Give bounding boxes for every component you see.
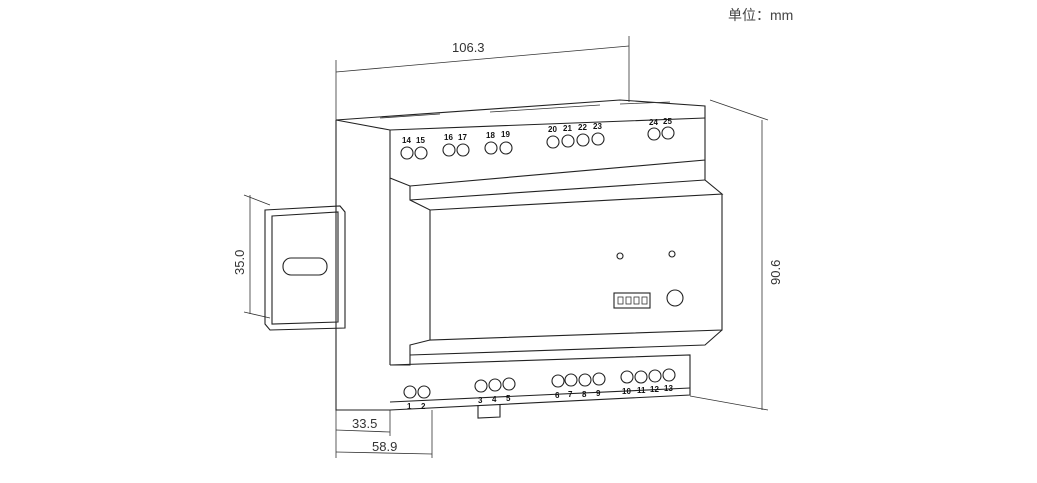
svg-text:22: 22 (578, 123, 587, 132)
led-indicator (668, 250, 676, 258)
led-indicator (616, 252, 624, 260)
terminal: 15 (414, 136, 428, 160)
rail-dimension: 35.0 (232, 194, 271, 319)
depth-front-value: 33.5 (352, 416, 377, 431)
reset-button[interactable] (666, 289, 684, 307)
terminal: 4 (488, 378, 502, 404)
terminal: 22 (576, 123, 590, 147)
svg-text:11: 11 (637, 386, 646, 395)
din-rail (264, 205, 346, 331)
svg-text:8: 8 (582, 390, 587, 399)
terminal: 2 (417, 385, 431, 411)
height-value: 90.6 (768, 260, 783, 285)
svg-text:14: 14 (402, 136, 411, 145)
terminal: 14 (400, 136, 414, 160)
svg-text:19: 19 (501, 130, 510, 139)
top-terminals: 14 15 16 17 18 19 20 21 22 23 24 25 (400, 117, 675, 160)
terminal: 16 (442, 133, 456, 157)
svg-text:9: 9 (596, 389, 601, 398)
bottom-terminals: 1 2 3 4 5 6 7 8 9 10 11 12 13 (403, 368, 676, 411)
svg-text:24: 24 (649, 118, 658, 127)
terminal: 1 (403, 385, 417, 411)
width-dimension: 106.3 (335, 36, 630, 120)
svg-text:25: 25 (663, 117, 672, 126)
svg-text:17: 17 (458, 133, 467, 142)
svg-text:4: 4 (492, 395, 497, 404)
svg-text:20: 20 (548, 125, 557, 134)
svg-text:12: 12 (650, 385, 659, 394)
svg-text:21: 21 (563, 124, 572, 133)
svg-text:3: 3 (478, 396, 483, 405)
svg-text:5: 5 (506, 394, 511, 403)
svg-text:6: 6 (555, 391, 560, 400)
depth-dimensions: 33.5 58.9 (335, 410, 433, 458)
terminal: 20 (546, 125, 560, 149)
svg-text:1: 1 (407, 402, 412, 411)
svg-text:2: 2 (421, 402, 426, 411)
terminal: 23 (591, 122, 605, 146)
terminal: 17 (456, 133, 470, 157)
svg-text:7: 7 (568, 390, 573, 399)
svg-text:16: 16 (444, 133, 453, 142)
terminal: 10 (620, 370, 634, 396)
svg-text:13: 13 (664, 384, 673, 393)
terminal: 19 (499, 130, 513, 155)
terminal: 7 (564, 373, 578, 399)
svg-text:23: 23 (593, 122, 602, 131)
svg-text:18: 18 (486, 131, 495, 140)
svg-text:15: 15 (416, 136, 425, 145)
depth-total-value: 58.9 (372, 439, 397, 454)
terminal: 24 (647, 118, 661, 141)
svg-text:10: 10 (622, 387, 631, 396)
terminal: 9 (592, 372, 606, 398)
terminal: 25 (661, 117, 675, 140)
terminal: 8 (578, 373, 592, 399)
terminal: 6 (551, 374, 565, 400)
terminal: 21 (561, 124, 575, 148)
terminal: 5 (502, 377, 516, 403)
terminal: 3 (474, 379, 488, 405)
width-value: 106.3 (452, 40, 485, 55)
dip-switch[interactable] (613, 292, 651, 309)
unit-label: 单位：mm (728, 7, 794, 23)
terminal: 18 (484, 131, 498, 155)
height-dimension: 90.6 (689, 99, 783, 411)
rail-value: 35.0 (232, 250, 247, 275)
terminal: 12 (648, 369, 662, 394)
device-body (335, 99, 724, 419)
terminal: 13 (662, 368, 676, 393)
terminal: 11 (634, 370, 648, 395)
